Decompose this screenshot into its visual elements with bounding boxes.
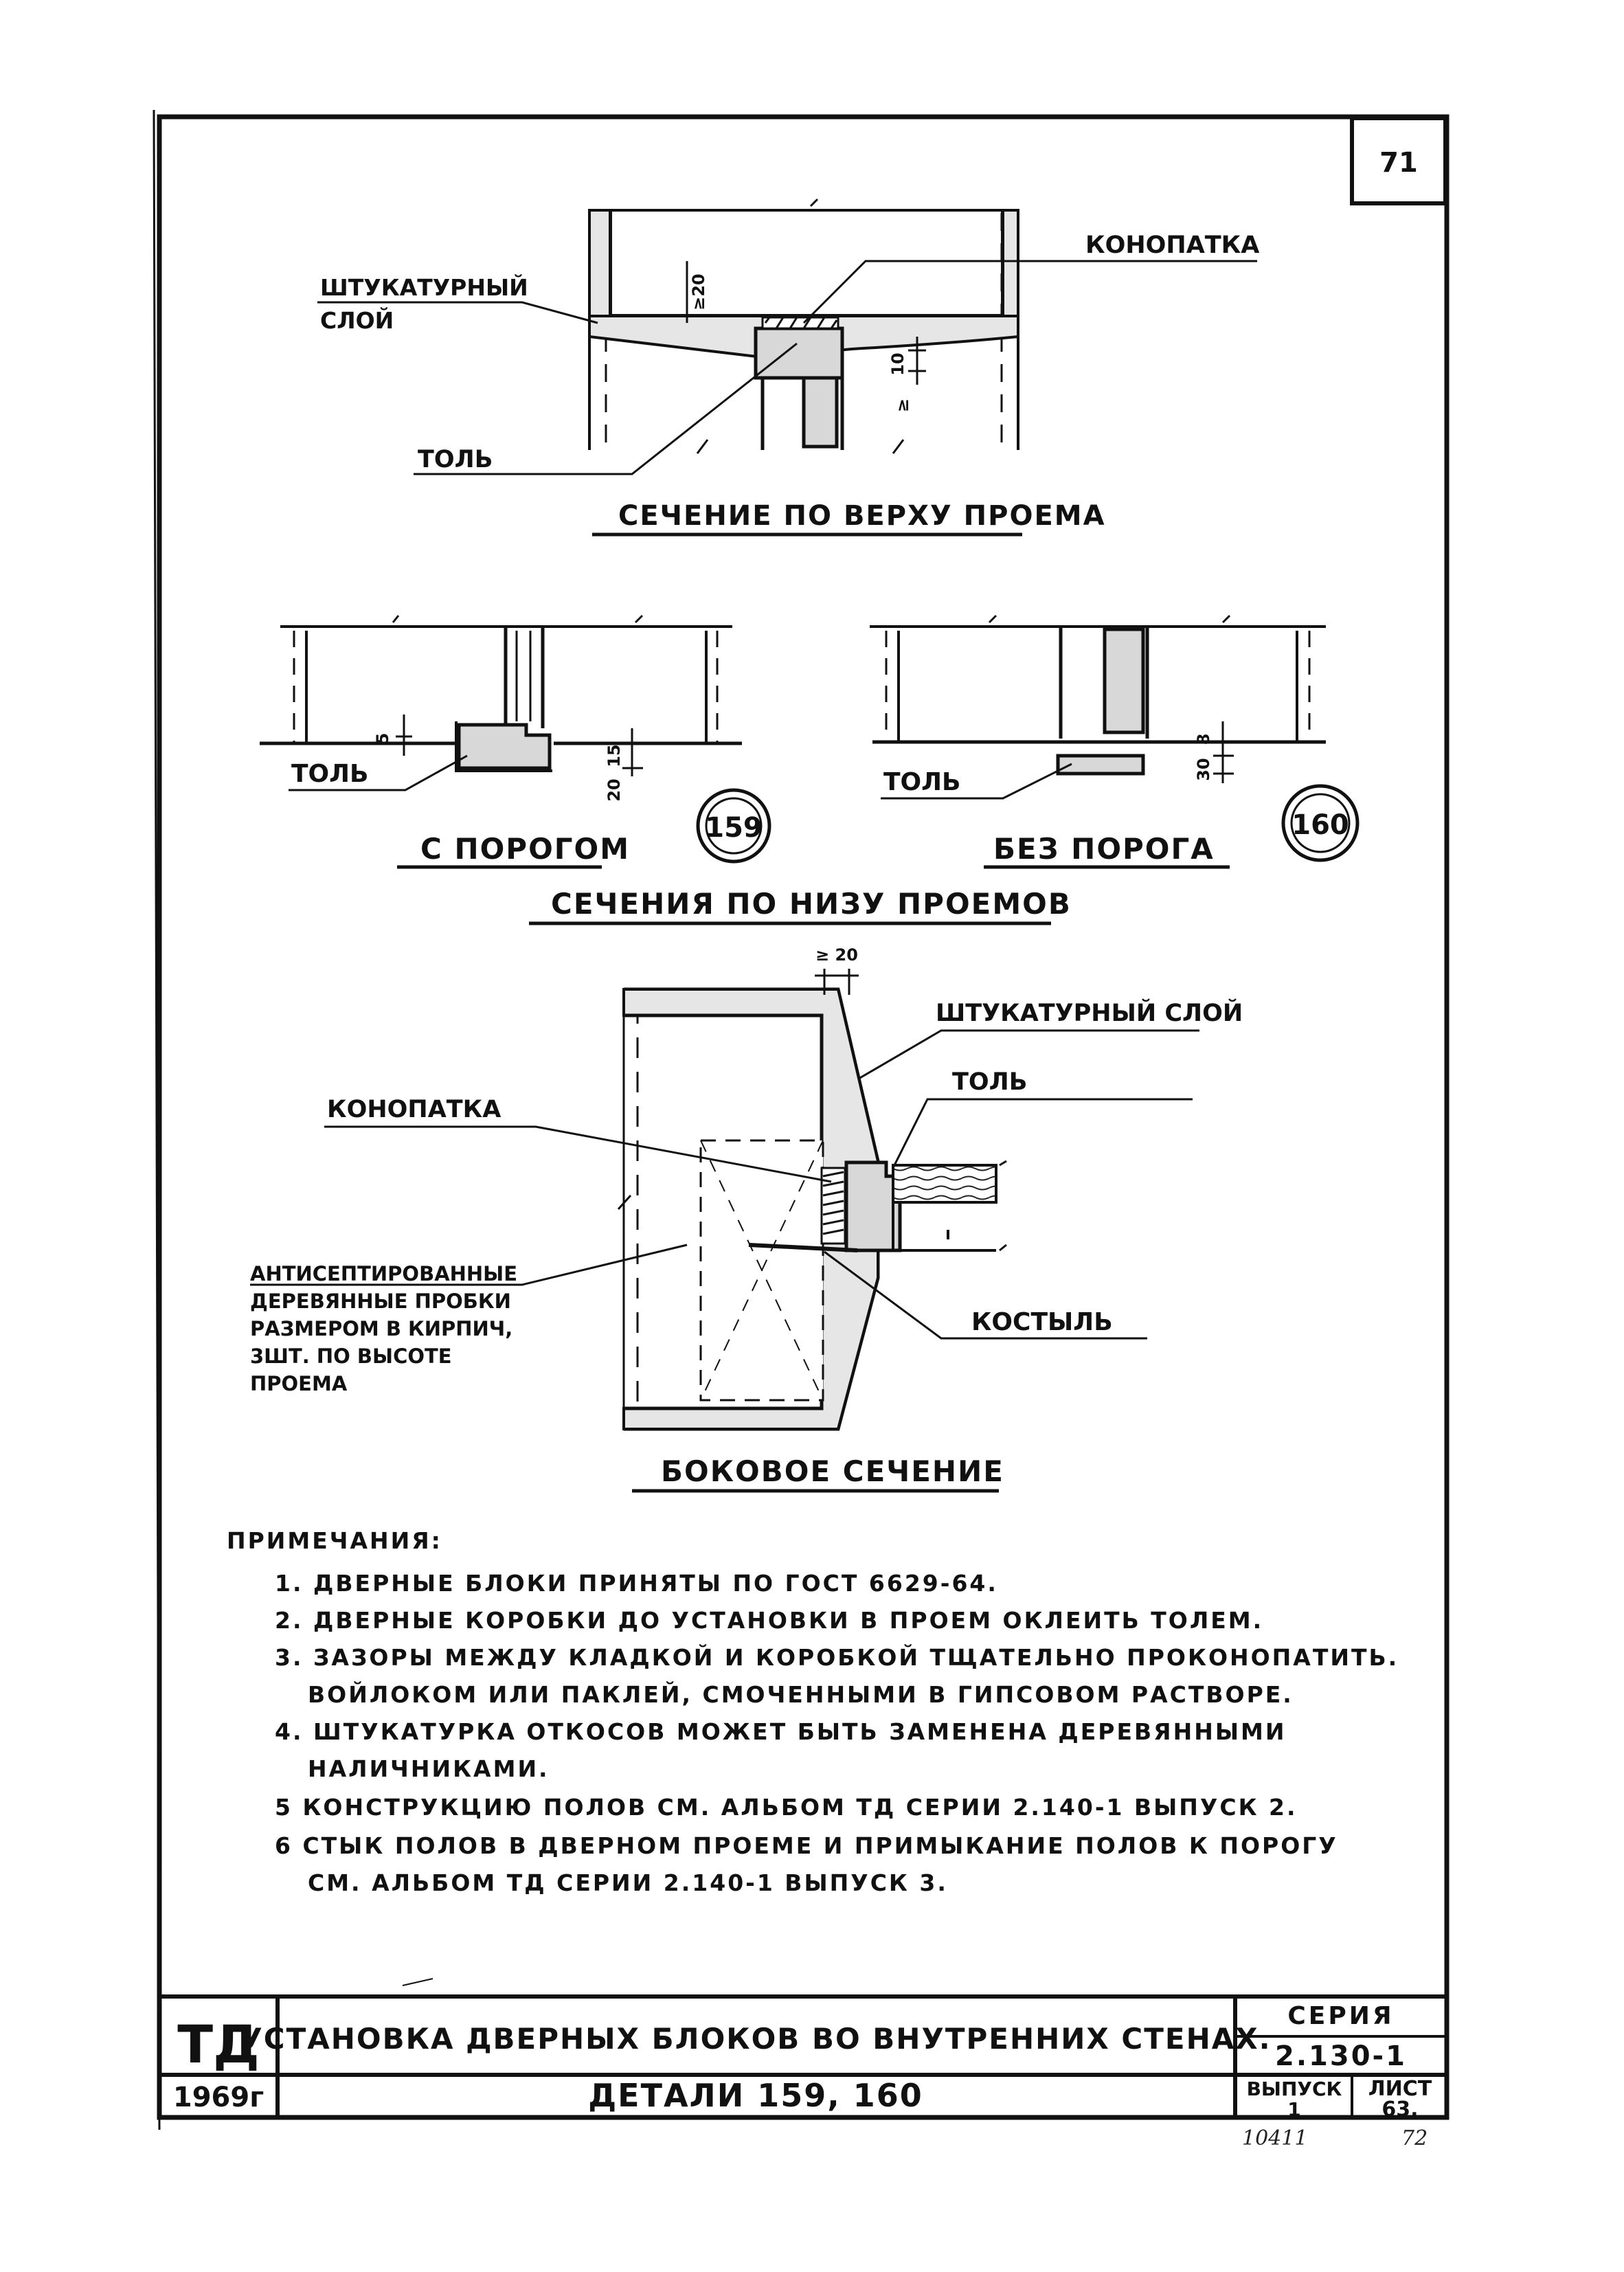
note-line-9: СМ. АЛЬБОМ ТД СЕРИИ 2.140-1 ВЫПУСК 3. [308, 1869, 948, 1896]
detail-tag-160: 160 [1281, 784, 1360, 862]
note-line-1: 1. ДВЕРНЫЕ БЛОКИ ПРИНЯТЫ ПО ГОСТ 6629-64… [275, 1570, 998, 1597]
notes-block: ПРИМЕЧАНИЯ: 1. ДВЕРНЫЕ БЛОКИ ПРИНЯТЫ ПО … [227, 1527, 1399, 1896]
side-label-caulk: КОНОПАТКА [327, 1096, 501, 1123]
sheet-label: ЛИСТ [1368, 2077, 1432, 2101]
sheet-value: 63. [1381, 2097, 1418, 2122]
side-label-plugs-2: ДЕРЕВЯННЫЕ ПРОБКИ [250, 1290, 511, 1313]
note-line-3: 3. ЗАЗОРЫ МЕЖДУ КЛАДКОЙ И КОРОБКОЙ ТЩАТЕ… [275, 1643, 1399, 1671]
issue-value: 1 [1287, 2098, 1300, 2121]
sheet-frame [153, 109, 1450, 2130]
note-line-2: 2. ДВЕРНЫЕ КОРОБКИ ДО УСТАНОВКИ В ПРОЕМ … [275, 1607, 1263, 1634]
bottom-left-drawing: 5 15 20 [260, 614, 742, 869]
detail-tag-159: 159 [696, 788, 771, 864]
bottom-sections-title: СЕЧЕНИЯ ПО НИЗУ ПРОЕМОВ [551, 887, 1072, 921]
stamp-left: 10411 [1242, 2126, 1307, 2150]
tag-160-text: 160 [1292, 809, 1349, 841]
right-label-tol: ТОЛЬ [883, 768, 961, 796]
top-dim-ge: ≥ [893, 398, 912, 412]
note-line-7: 5 КОНСТРУКЦИЮ ПОЛОВ СМ. АЛЬБОМ ТД СЕРИИ … [275, 1794, 1298, 1821]
title-block [159, 1978, 1447, 2117]
top-section-title: СЕЧЕНИЕ ПО ВЕРХУ ПРОЕМА [618, 500, 1106, 532]
note-line-6: НАЛИЧНИКАМИ. [308, 1755, 550, 1782]
left-dim-5: 5 [373, 733, 392, 745]
stamp-right: 72 [1401, 2126, 1428, 2150]
side-label-tol: ТОЛЬ [952, 1068, 1027, 1096]
tag-159-text: 159 [705, 812, 763, 844]
side-label-plaster: ШТУКАТУРНЫЙ СЛОЙ [936, 998, 1243, 1027]
top-dim-10: 10 [888, 352, 907, 375]
left-label-tol: ТОЛЬ [291, 760, 369, 788]
note-line-5: 4. ШТУКАТУРКА ОТКОСОВ МОЖЕТ БЫТЬ ЗАМЕНЕН… [275, 1718, 1286, 1745]
notes-heading: ПРИМЕЧАНИЯ: [227, 1527, 442, 1554]
corner-number-box: 71 [1350, 116, 1447, 205]
title-block-logo: ТД [177, 2014, 260, 2075]
side-label-plugs-3: РАЗМЕРОМ В КИРПИЧ, [250, 1317, 512, 1340]
side-section-drawing [250, 969, 1199, 1493]
series-label: СЕРИЯ [1287, 2002, 1394, 2030]
top-label-plaster-1: ШТУКАТУРНЫЙ [320, 273, 528, 301]
left-dim-15: 15 [605, 744, 624, 767]
left-section-title: С ПОРОГОМ [420, 832, 630, 866]
title-block-year: 1969г [173, 2082, 264, 2113]
bottom-right-drawing: 8 30 [870, 614, 1326, 869]
right-section-title: БЕЗ ПОРОГА [993, 832, 1215, 866]
title-block-title: УСТАНОВКА ДВЕРНЫХ БЛОКОВ ВО ВНУТРЕННИХ С… [240, 2022, 1271, 2056]
right-dim-30: 30 [1194, 758, 1213, 780]
corner-number: 71 [1379, 147, 1418, 179]
top-label-plaster-2: СЛОЙ [320, 306, 394, 334]
series-value: 2.130-1 [1275, 2040, 1407, 2072]
right-dim-8: 8 [1194, 734, 1213, 745]
title-block-subtitle: ДЕТАЛИ 159, 160 [588, 2077, 923, 2114]
top-label-tol: ТОЛЬ [418, 446, 493, 473]
side-label-plugs-4: 3ШТ. ПО ВЫСОТЕ [250, 1345, 452, 1368]
top-label-caulk: КОНОПАТКА [1085, 232, 1259, 259]
top-section-drawing: ≥20 10 ≥ [317, 198, 1257, 537]
issue-label: ВЫПУСК [1247, 2078, 1342, 2100]
side-label-spike: КОСТЫЛЬ [971, 1308, 1113, 1336]
side-label-plugs-5: ПРОЕМА [250, 1372, 348, 1395]
top-dim-20: ≥20 [689, 273, 708, 311]
left-dim-20: 20 [605, 778, 624, 801]
side-section-title: БОКОВОЕ СЕЧЕНИЕ [661, 1454, 1004, 1488]
note-line-4: ВОЙЛОКОМ ИЛИ ПАКЛЕЙ, СМОЧЕННЫМИ В ГИПСОВ… [308, 1680, 1294, 1708]
side-label-plugs-1: АНТИСЕПТИРОВАННЫЕ [250, 1262, 517, 1285]
note-line-8: 6 СТЫК ПОЛОВ В ДВЕРНОМ ПРОЕМЕ И ПРИМЫКАН… [275, 1832, 1338, 1859]
side-dim-20: ≥ 20 [815, 945, 858, 965]
